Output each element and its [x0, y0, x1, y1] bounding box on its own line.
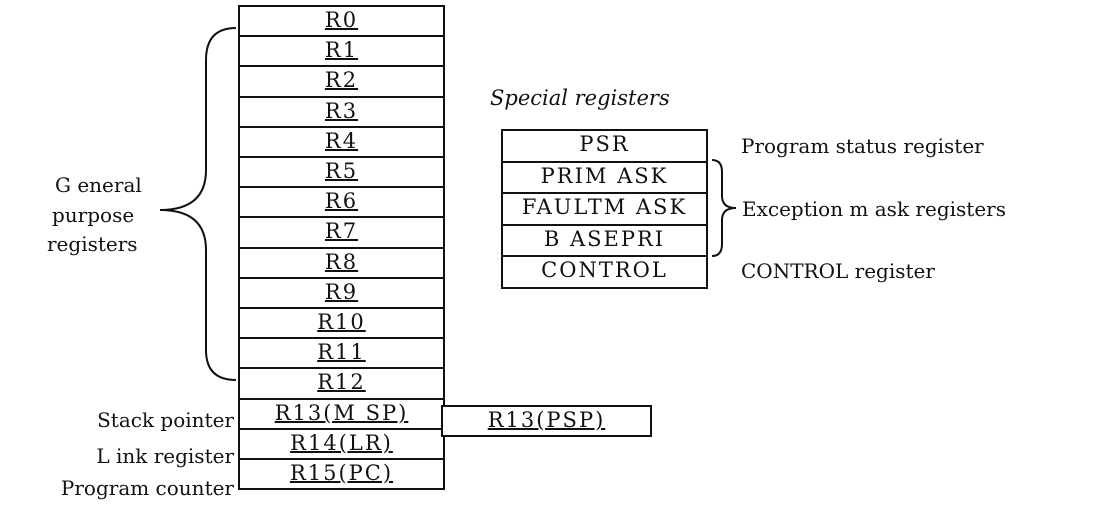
register-label: R11: [317, 340, 366, 364]
register-label: R2: [324, 68, 359, 92]
special-register-cell-4: CONTROL: [501, 255, 708, 289]
register-cell-8: R8: [238, 247, 445, 279]
register-cell-7: R7: [238, 216, 445, 249]
register-cell-11: R11: [238, 337, 445, 369]
special-register-label: FAULTM ASK: [521, 195, 688, 219]
special-register-cell-1: PRIM ASK: [501, 161, 708, 194]
exception-mask-description: Exception m ask registers: [742, 197, 1006, 221]
register-label: R1: [324, 38, 359, 62]
exception-mask-brace: [711, 159, 737, 257]
register-label: R7: [324, 219, 359, 243]
register-label: R10: [317, 310, 366, 334]
general-purpose-label-line1: G eneral: [55, 173, 142, 197]
register-label: R4: [324, 129, 359, 153]
general-purpose-label-line2: purpose: [52, 203, 135, 227]
special-registers-title: Special registers: [490, 86, 670, 110]
register-label: R6: [324, 189, 359, 213]
link-register-label: L ink register: [96, 444, 234, 468]
register-label: R14(LR): [290, 431, 393, 455]
register-cell-9: R9: [238, 277, 445, 309]
register-label: R9: [324, 280, 359, 304]
register-label: R15(PC): [289, 461, 394, 485]
special-register-label: PRIM ASK: [540, 164, 669, 188]
register-label: R0: [324, 8, 359, 32]
special-register-cell-0: PSR: [501, 129, 708, 163]
psp-register-label: R13(PSP): [487, 408, 606, 432]
special-register-cell-2: FAULTM ASK: [501, 192, 708, 226]
stack-pointer-label: Stack pointer: [97, 408, 234, 432]
register-cell-3: R3: [238, 96, 445, 128]
program-counter-label: Program counter: [60, 476, 234, 500]
special-register-label: PSR: [579, 132, 630, 156]
register-cell-2: R2: [238, 65, 445, 98]
special-register-cell-3: B ASEPRI: [501, 224, 708, 257]
register-label: R8: [324, 250, 359, 274]
special-register-label: CONTROL: [541, 258, 668, 282]
register-cell-15: R15(PC): [238, 458, 445, 490]
register-label: R12: [317, 370, 366, 394]
register-label: R13(M SP): [274, 401, 409, 425]
psr-description: Program status register: [741, 134, 984, 158]
register-cell-0: R0: [238, 5, 445, 37]
general-purpose-brace: [159, 27, 237, 381]
general-purpose-label-line3: registers: [47, 232, 138, 256]
special-register-label: B ASEPRI: [543, 227, 666, 251]
register-cell-14: R14(LR): [238, 428, 445, 460]
control-description: CONTROL register: [741, 259, 935, 283]
psp-register-cell: R13(PSP): [441, 405, 652, 437]
register-cell-5: R5: [238, 156, 445, 188]
register-label: R5: [324, 159, 359, 183]
register-label: R3: [324, 99, 359, 123]
